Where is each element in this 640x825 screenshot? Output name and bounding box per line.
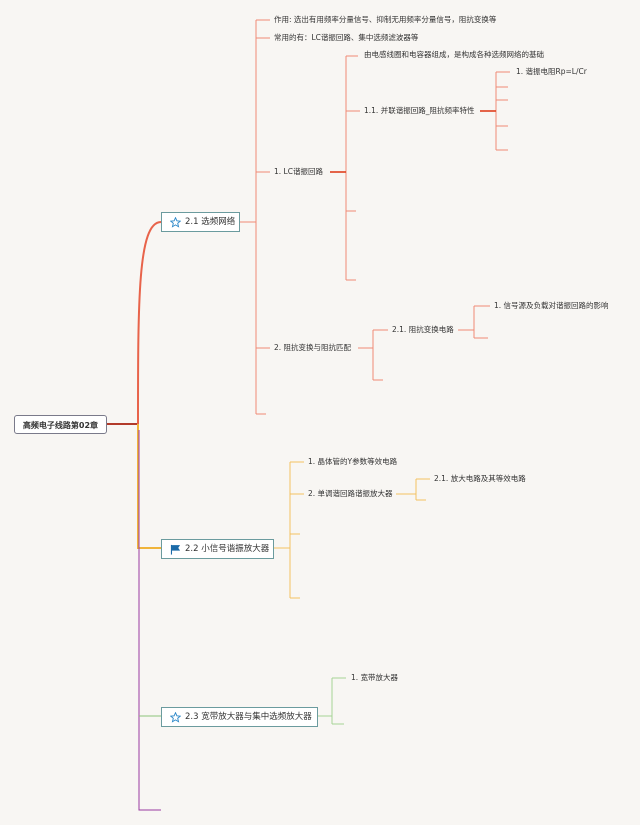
topic-label: 2.1 选频网络 [185, 217, 236, 227]
note-common-types[interactable]: 常用的有：LC谐振回路、集中选频滤波器等 [274, 33, 419, 42]
topic-selective-network[interactable]: 2.1 选频网络 [161, 212, 240, 232]
flag-icon [170, 544, 181, 555]
star-outline-icon [170, 712, 181, 723]
subtopic-impedance-matching[interactable]: 2. 阻抗变换与阻抗匹配 [274, 343, 352, 352]
subtopic-lc-resonant-circuit[interactable]: 1. LC谐振回路 [274, 167, 323, 176]
topic-label: 2.3 宽带放大器与集中选频放大器 [185, 712, 312, 722]
subtopic-wideband-amplifier[interactable]: 1. 宽带放大器 [351, 673, 399, 682]
subtopic-y-parameter-circuit[interactable]: 1. 晶体管的Y参数等效电路 [308, 457, 398, 466]
topic-wideband-amplifier[interactable]: 2.3 宽带放大器与集中选频放大器 [161, 707, 318, 727]
subtopic-resonant-resistance[interactable]: 1. 谐振电阻Rp=L/Cr [516, 67, 587, 76]
note-function[interactable]: 作用: 选出有用频率分量信号、抑制无用频率分量信号，阻抗变换等 [274, 15, 497, 24]
subtopic-impedance-circuit[interactable]: 2.1. 阻抗变换电路 [392, 325, 454, 334]
topic-small-signal-amplifier[interactable]: 2.2 小信号谐振放大器 [161, 539, 274, 559]
subtopic-source-load-effect[interactable]: 1. 信号源及负载对谐振回路的影响 [494, 301, 609, 310]
topic-label: 2.2 小信号谐振放大器 [185, 544, 270, 554]
lc-description[interactable]: 由电感线圈和电容器组成，是构成各种选频网络的基础 [364, 50, 544, 59]
subtopic-amplifier-equivalent[interactable]: 2.1. 放大电路及其等效电路 [434, 474, 526, 483]
star-outline-icon [170, 217, 181, 228]
subtopic-parallel-resonance[interactable]: 1.1. 并联谐振回路_阻抗频率特性 [364, 106, 475, 115]
root-topic[interactable]: 高频电子线路第02章 [14, 415, 107, 434]
subtopic-single-tuned-amplifier[interactable]: 2. 单调谐回路谐振放大器 [308, 489, 393, 498]
